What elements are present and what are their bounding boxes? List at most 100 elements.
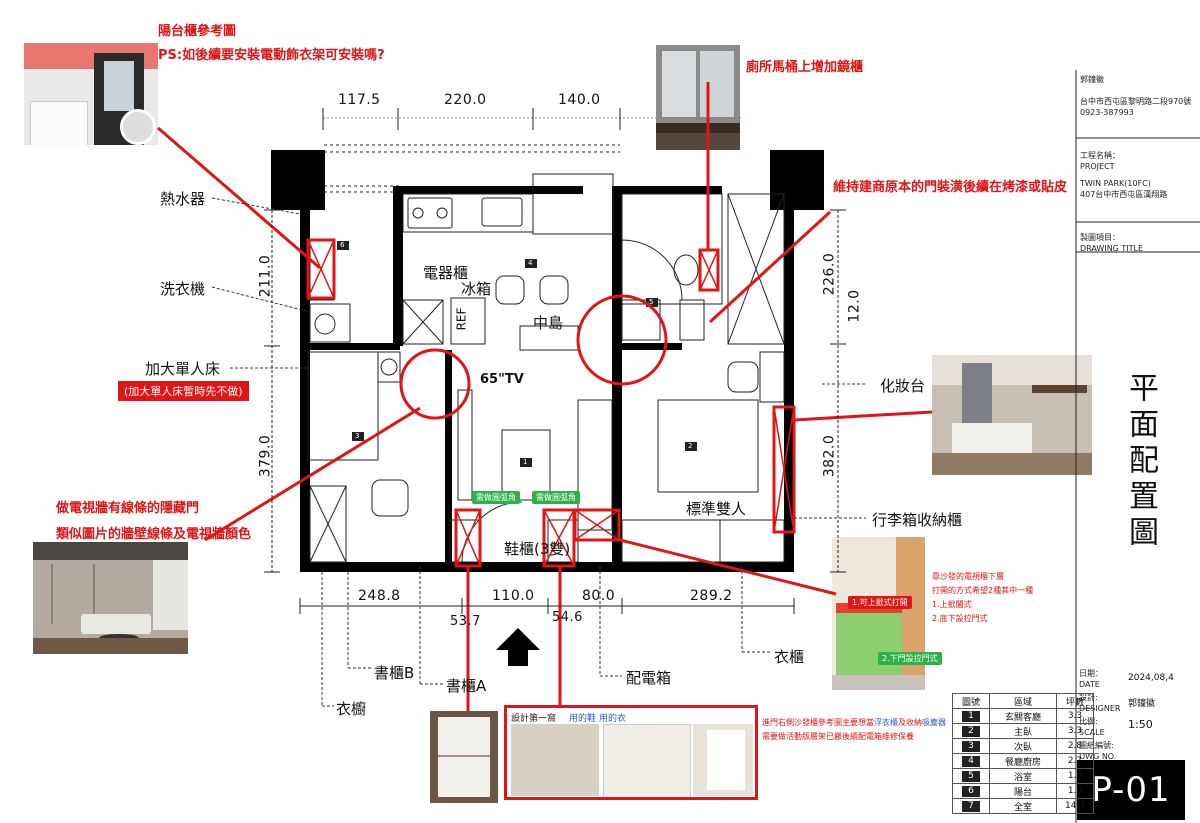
label-appliance-cabinet: 電器櫃	[423, 264, 469, 282]
room-tag-4: 4	[528, 259, 533, 267]
dwg-en: DWG NO.	[1079, 752, 1117, 761]
table-header-size: 坪數	[1056, 693, 1094, 709]
tv-wall-reference-photo	[33, 542, 188, 654]
table-row: 1 玄關客廳 3.3	[952, 708, 1094, 724]
dim-right-3: 382.0	[821, 434, 838, 478]
project-en: PROJECT	[1080, 162, 1115, 171]
table-header-no: 圖號	[952, 693, 990, 709]
room-tag-1: 1	[523, 458, 528, 466]
project-addr: 407台中市西屯區漢翔路	[1080, 190, 1168, 199]
note-balcony-ref: 陽台櫃參考圖	[158, 24, 237, 39]
table-cell: 餐廳廚房	[989, 753, 1057, 769]
project-name: TWIN PARK(10FC)	[1080, 179, 1151, 188]
dim-right-2: 12.0	[846, 289, 863, 323]
note-entry-line-1: 進門右側沙發櫃參考圖主要想當浮衣櫃及收納吸塵器	[762, 717, 946, 728]
photo-tag-2: 2.下門設拉門式	[878, 652, 942, 665]
table-row: 6 陽台 1.0	[952, 783, 1094, 799]
drawing-label: 製圖項目：	[1080, 233, 1120, 242]
table-row: 3 次臥 2.8	[952, 738, 1094, 754]
drawing-en: DRAWING TITLE	[1080, 244, 1144, 253]
label-water-heater: 熱水器	[160, 190, 206, 208]
photo-tag-1: 1.可上掀式打開	[848, 596, 912, 609]
label-big-single-bed: 加大單人床	[145, 360, 221, 378]
dim-left-2: 379.0	[257, 434, 274, 478]
dim-top-1: 117.5	[338, 92, 381, 108]
table-cell: 4	[962, 755, 980, 767]
table-row: 7 全室 14.3	[952, 798, 1094, 814]
table-cell: 主臥	[989, 723, 1057, 739]
label-ref: REF	[454, 307, 469, 331]
label-island: 中島	[533, 314, 564, 332]
label-tv: 65"TV	[480, 372, 524, 387]
table-row: 5 浴室 1.0	[952, 768, 1094, 784]
scale-value: 1:50	[1128, 718, 1153, 731]
note-entry-d: 吸塵器	[922, 718, 946, 727]
note-entry-a: 進門右側沙發櫃參考圖主要想當	[762, 718, 874, 727]
dim-bottom-3: 80.0	[582, 588, 616, 604]
dim-bottom-2: 110.0	[492, 588, 535, 604]
dim-top-3: 140.0	[558, 92, 601, 108]
dim-bottom-small-2: 54.6	[552, 610, 583, 625]
balcony-reference-photo	[24, 43, 158, 145]
client-name: 郭鐘徽	[1080, 75, 1104, 84]
label-vanity: 化妝台	[880, 377, 926, 395]
table-cell: 玄關客廳	[989, 708, 1057, 724]
shoe-cabinet-photo	[430, 711, 498, 803]
dim-bottom-4: 289.2	[690, 588, 733, 604]
date-label: 日期：	[1079, 669, 1103, 678]
table-cell: 7	[962, 800, 980, 812]
bed-note-badge: (加大單人床暫時先不做)	[118, 381, 249, 401]
note-sofa-4: 2.底下設拉門式	[932, 614, 988, 623]
note-tv-wall-2: 類似圖片的牆壁線條及電視牆顏色	[56, 527, 252, 542]
table-cell: 2.8	[1056, 738, 1094, 754]
label-washer: 洗衣機	[160, 280, 206, 298]
table-cell: 3	[962, 740, 980, 752]
label-closet: 衣櫥	[336, 700, 367, 718]
table-cell: 6	[962, 785, 980, 797]
dim-bottom-1: 248.8	[358, 588, 401, 604]
table-cell: 14.3	[1056, 798, 1094, 814]
label-luggage: 行李箱收納櫃	[872, 511, 963, 529]
room-tag-6: 6	[340, 241, 345, 249]
table-cell: 1	[962, 710, 980, 722]
designer-value: 郭鐘徽	[1128, 699, 1156, 709]
project-label: 工程名稱：	[1080, 151, 1120, 160]
table-row: 4 餐廳廚房 2.7	[952, 753, 1094, 769]
label-bookshelf-b: 書櫃B	[374, 664, 415, 682]
note-entry-b: 浮衣櫃	[874, 718, 898, 727]
table-row: 2 主臥 3.3	[952, 723, 1094, 739]
table-cell: 3.3	[1056, 708, 1094, 724]
note-balcony-ps: PS:如後續要安裝電動飾衣架可安裝嗎?	[158, 48, 385, 63]
note-entry-line-2: 需要做活動版層架已搬後續配電箱維修保養	[762, 732, 914, 741]
entry-arrow-icon	[496, 628, 540, 666]
label-bookshelf-a: 書櫃A	[446, 677, 487, 695]
note-sofa-2: 打開的方式希望2種其中一種	[932, 586, 1034, 595]
panel-tab-1: 用的鞋	[569, 714, 597, 724]
date-value: 2024,08,4	[1128, 673, 1174, 683]
table-cell: 5	[962, 770, 980, 782]
table-cell: 1.0	[1056, 768, 1094, 784]
table-header-area: 區域	[989, 693, 1057, 709]
room-tag-2: 2	[688, 442, 693, 450]
table-cell: 全室	[989, 798, 1057, 814]
table-cell: 陽台	[989, 783, 1057, 799]
label-electric-box: 配電箱	[626, 669, 672, 687]
label-shoe-cabinet: 鞋櫃(3雙)	[504, 540, 571, 558]
client-phone: 0923-387993	[1080, 108, 1134, 117]
label-wardrobe: 衣櫃	[774, 648, 805, 666]
dim-right-1: 226.0	[821, 252, 838, 296]
dwg-number: P-01	[1077, 760, 1185, 820]
table-cell: 2.7	[1056, 753, 1094, 769]
toilet-mirror-photo	[656, 45, 740, 150]
tv-arc-tag-2: 需做圓弧角	[532, 491, 580, 504]
entry-cabinet-reference-panel: 設計第一窩 用的鞋 用的衣	[504, 705, 758, 800]
dim-left-1: 211.0	[257, 254, 274, 298]
note-sofa-3: 1.上掀闔式	[932, 600, 972, 609]
room-tag-3: 3	[355, 432, 360, 440]
room-area-table: 圖號 區域 坪數 1 玄關客廳 3.3 2 主臥 3.3 3 次臥 2.8 4 …	[952, 693, 1094, 814]
note-tv-wall-1: 做電視牆有線條的隱藏門	[56, 501, 200, 516]
note-sofa-1: 靠沙發的電視櫃下層	[932, 572, 1004, 581]
title-block-project: 工程名稱： PROJECT TWIN PARK(10FC) 407台中市西屯區漢…	[1080, 150, 1167, 200]
date-en: DATE	[1079, 680, 1100, 689]
